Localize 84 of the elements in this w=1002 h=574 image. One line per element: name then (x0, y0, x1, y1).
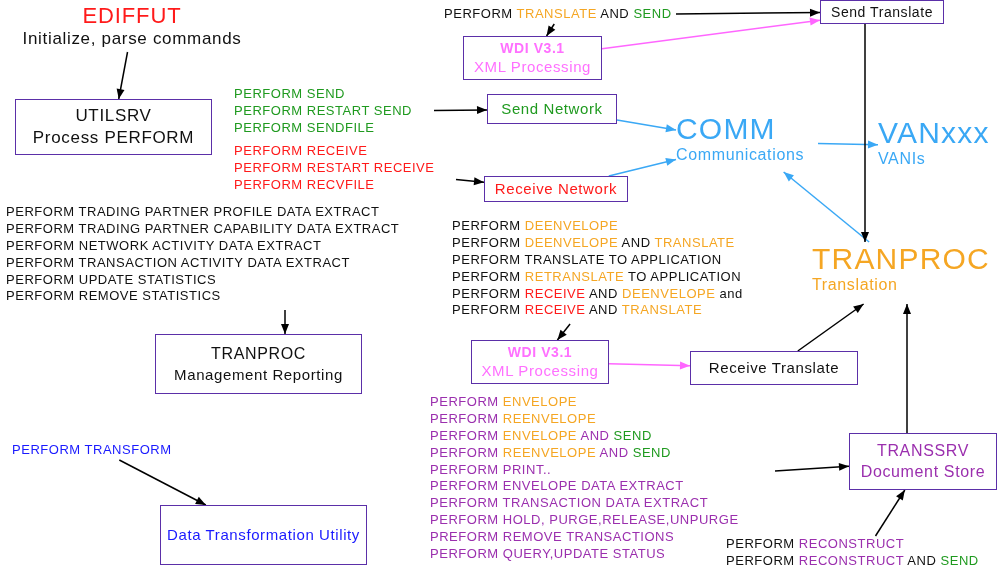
command-text: PERFORM DEENVELOPE (452, 218, 619, 235)
arrow (608, 361, 691, 370)
command-text: PERFORM RECEIVE (234, 143, 368, 160)
component-title: EDIFFUT (82, 4, 182, 29)
arrow (874, 489, 906, 537)
box-text: Receive Network (494, 179, 618, 199)
box-text: Management Reporting (174, 364, 343, 385)
command-text: PERFORM RECONSTRUCT (726, 536, 905, 553)
process-box (471, 340, 609, 384)
command-text: PERFORM REENVELOPE AND SEND (430, 444, 671, 462)
command-text: PERFORM TRADING PARTNER CAPABILITY DATA EXTRACT (6, 220, 400, 238)
box-text: TRANPROC (211, 343, 306, 364)
component-subtitle: Initialize, parse commands (22, 28, 242, 51)
arrow (556, 323, 571, 341)
arrow (774, 462, 850, 472)
command-text: PERFORM REENVELOPE (430, 410, 597, 428)
process-box (160, 505, 367, 565)
arrow (601, 17, 821, 50)
command-text: PERFORM TRADING PARTNER PROFILE DATA EXTRACT (6, 204, 380, 221)
process-box (849, 433, 997, 490)
arrow (608, 158, 677, 177)
box-text: Send Network (501, 99, 603, 119)
arrow (616, 119, 677, 133)
command-text: PERFORM RESTART RECEIVE (234, 159, 435, 177)
command-text: PERFORM RESTART SEND (234, 102, 412, 120)
box-text: UTILSRV (75, 104, 152, 127)
component-subtitle: VANIs (878, 149, 926, 169)
process-box (484, 176, 628, 202)
arrow (116, 51, 129, 100)
command-text: PERFORM UPDATE STATISTICS (6, 271, 217, 289)
arrow (817, 140, 879, 149)
command-text: PERFORM RECVFILE (234, 176, 375, 194)
process-box (155, 334, 362, 394)
box-text: Receive Translate (708, 358, 840, 378)
arrow (281, 309, 289, 335)
box-text: Send Translate (831, 2, 933, 22)
box-text: Data Transformation Utility (167, 525, 360, 545)
arrow (433, 106, 488, 115)
command-text: PERFORM RETRANSLATE TO APPLICATION (452, 268, 742, 286)
command-text: PERFORM SEND (234, 86, 345, 103)
command-text: PERFORM RECEIVE AND TRANSLATE (452, 302, 703, 320)
command-text: PERFORM RECEIVE AND DEENVELOPE and (452, 285, 743, 303)
command-text: PERFORM TRANSACTION ACTIVITY DATA EXTRACT (6, 254, 350, 272)
component-title: TRANPROC (812, 242, 990, 275)
arrow (782, 171, 870, 243)
component-subtitle: Communications (676, 145, 805, 165)
command-text: PERFORM TRANSACTION DATA EXTRACT (430, 495, 709, 513)
command-text: PERFORM RECONSTRUCT AND SEND (726, 552, 979, 570)
component-subtitle: Translation (812, 275, 898, 295)
command-text: PERFORM PRINT.. (430, 461, 552, 479)
process-box (463, 36, 602, 80)
command-text: PERFORM ENVELOPE (430, 394, 578, 411)
component-title: VANxxx (878, 116, 990, 149)
command-text: PERFORM ENVELOPE AND SEND (430, 427, 652, 445)
arrow (861, 23, 869, 243)
box-text: WDI V3.1 (507, 343, 573, 362)
box-text: TRANSSRV (877, 440, 969, 461)
box-text: XML Processing (473, 57, 592, 77)
component-title: COMM (676, 112, 776, 145)
command-text: PERFORM DEENVELOPE AND TRANSLATE (452, 234, 735, 252)
box-text: XML Processing (481, 361, 599, 381)
command-text: PERFORM QUERY,UPDATE STATUS (430, 546, 666, 563)
command-text: PERFORM REMOVE STATISTICS (6, 288, 221, 306)
command-text: PERFORM TRANSLATE TO APPLICATION (452, 251, 722, 269)
command-text: PERFORM NETWORK ACTIVITY DATA EXTRACT (6, 237, 322, 255)
arrow (797, 303, 865, 352)
command-text: PERFORM HOLD, PURGE,RELEASE,UNPURGE (430, 512, 739, 530)
box-text: Process PERFORM (32, 127, 195, 149)
process-box (487, 94, 617, 124)
command-text: PERFORM TRANSFORM (12, 442, 192, 460)
arrow (455, 177, 485, 186)
arrow (675, 8, 821, 17)
arrow (545, 23, 556, 37)
process-box (15, 99, 212, 155)
command-text: PERFORM SENDFILE (234, 119, 375, 137)
arrow (118, 459, 207, 506)
process-box (690, 351, 858, 385)
command-text: PREFORM REMOVE TRANSACTIONS (430, 529, 675, 546)
command-text: PERFORM TRANSLATE AND SEND (444, 6, 676, 24)
box-text: WDI V3.1 (500, 39, 565, 58)
arrow (903, 303, 911, 434)
box-text: Document Store (860, 461, 986, 482)
process-box (820, 0, 944, 24)
command-text: PERFORM ENVELOPE DATA EXTRACT (430, 478, 684, 496)
